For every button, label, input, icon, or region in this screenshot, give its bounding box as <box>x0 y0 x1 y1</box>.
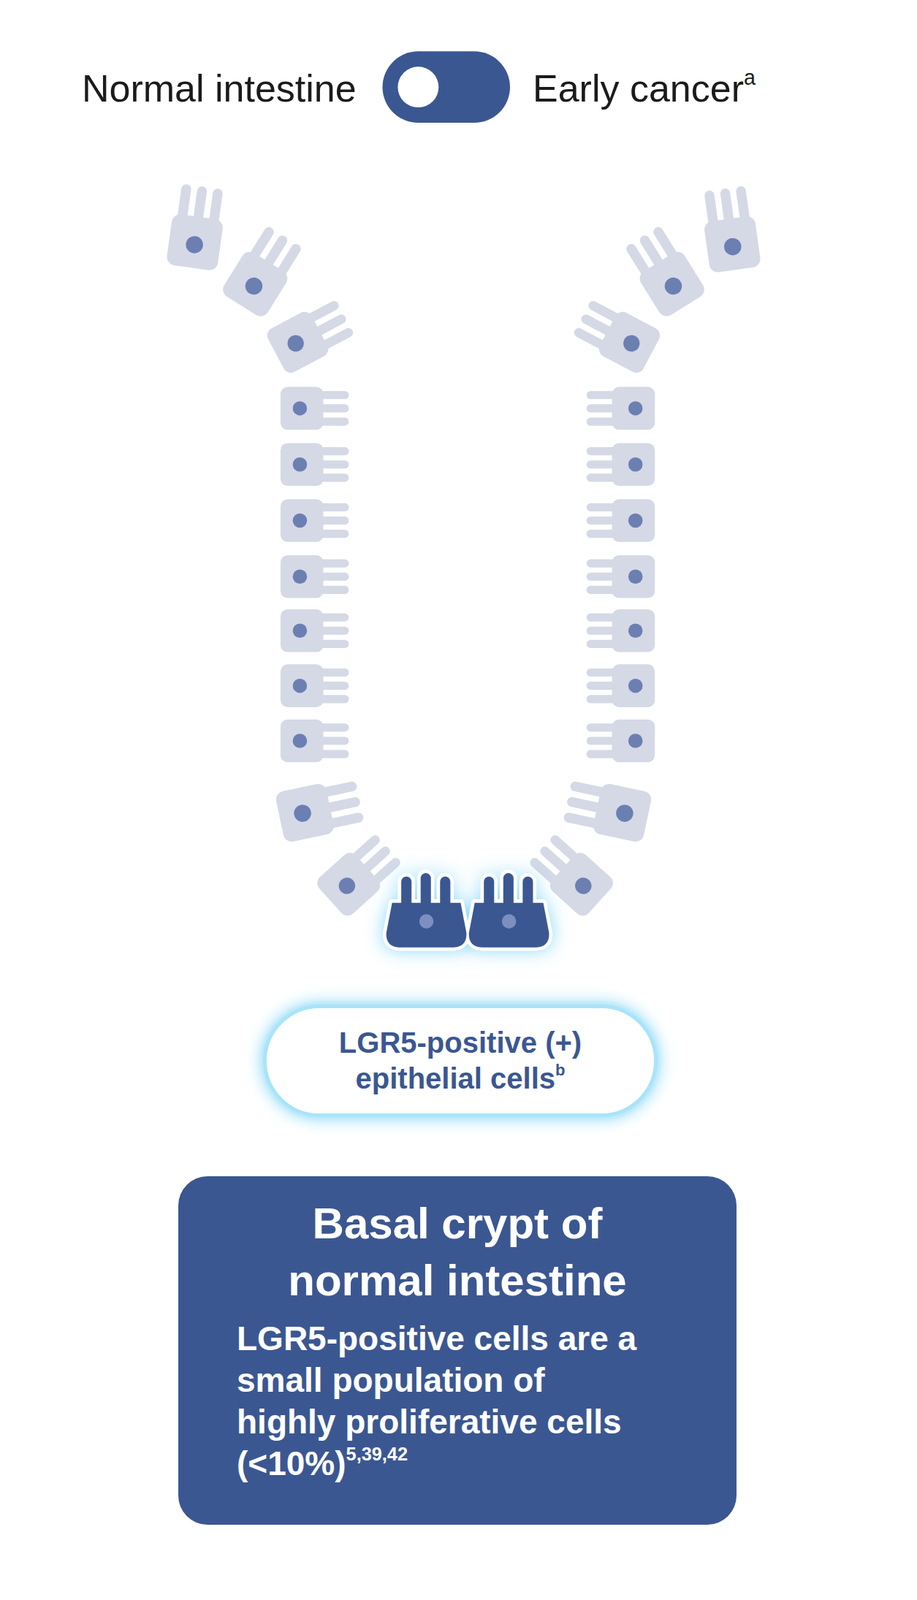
lgr5-stem-cells <box>383 870 553 950</box>
reference-marker: 5,39,42 <box>346 1443 408 1465</box>
cell-label: LGR5-positive (+) epithelial cells <box>339 1026 582 1095</box>
epithelial-cells <box>165 182 762 920</box>
cell-label-pill: LGR5-positive (+) epithelial cellsb <box>263 1004 658 1118</box>
box-body-text: LGR5-positive cells are a small populati… <box>236 1319 637 1483</box>
toggle-label-group: Normal intestine <box>81 65 357 112</box>
toggle-label: Normal intestine <box>81 67 357 110</box>
footnote-marker: b <box>555 1060 565 1080</box>
info-box: Basal crypt of normal intestineLGR5-posi… <box>178 1176 737 1525</box>
box-heading: Basal crypt of normal intestine <box>287 1199 627 1305</box>
body-block: LGR5-positive cells are a small populati… <box>236 1318 646 1485</box>
heading-block: Basal crypt of normal intestine <box>260 1195 655 1310</box>
toggle-label: Early cancer <box>532 67 744 110</box>
toggle-label-group: Early cancera <box>532 65 756 112</box>
toggle-switch <box>382 51 510 123</box>
pill-text-block: LGR5-positive (+) epithelial cellsb <box>303 1025 618 1097</box>
footnote-marker: a <box>743 65 756 90</box>
